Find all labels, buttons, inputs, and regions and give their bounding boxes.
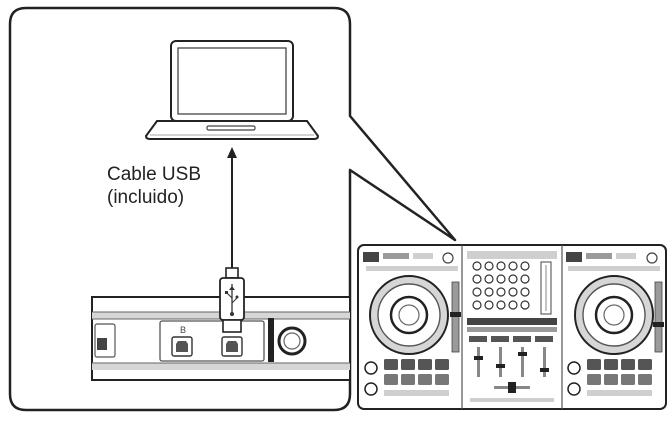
cable-label-line1: Cable USB (107, 164, 201, 185)
usb-plug-icon (219, 267, 245, 333)
right-deck (566, 252, 664, 396)
usb-cable (227, 147, 237, 268)
usb-b-port-connected-icon (221, 336, 243, 357)
dj-controller-icon (357, 244, 667, 410)
left-deck (363, 252, 461, 396)
usb-b-port-icon (171, 336, 193, 357)
mixer-section (467, 251, 557, 402)
arrow-up-icon (227, 147, 237, 158)
cable-label-line2: (incluido) (107, 187, 184, 208)
svg-text:B: B (180, 325, 186, 335)
laptop-icon (144, 40, 320, 140)
